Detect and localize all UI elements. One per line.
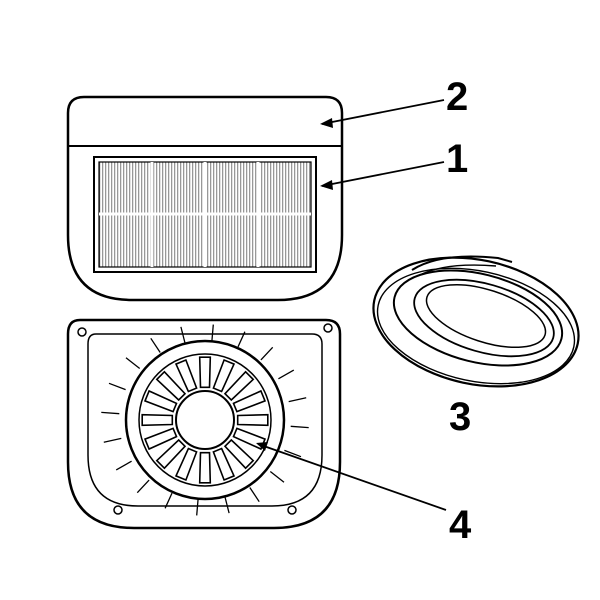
leader-lines <box>257 99 447 511</box>
screw-hole <box>113 505 123 515</box>
seal-loose-end <box>411 255 513 271</box>
vent-slot <box>284 449 302 458</box>
vent-slot <box>125 357 141 370</box>
fan-hub <box>175 390 235 450</box>
leader-arrows <box>256 118 333 451</box>
vent-slot <box>164 492 173 509</box>
fan-blade <box>143 427 178 451</box>
vent-slot <box>249 487 260 503</box>
fan-blade <box>155 370 187 402</box>
arrowhead-2 <box>320 118 333 128</box>
fan-blade <box>198 356 212 389</box>
callout-number-1: 1 <box>446 137 468 181</box>
seal-loop-core <box>425 283 547 349</box>
fan-blade <box>223 438 255 470</box>
screw-hole <box>287 505 297 515</box>
fan-blade <box>236 413 269 427</box>
seal-loose-end-edge <box>417 264 497 277</box>
vent-slot <box>290 425 309 429</box>
leader-line-4 <box>257 443 447 511</box>
vent-slot <box>108 382 126 391</box>
solar-panel-unit <box>66 95 344 302</box>
vent-slots <box>101 324 309 516</box>
vent-slot <box>136 479 150 494</box>
fan-blade <box>212 447 236 482</box>
vent-slot <box>211 324 214 342</box>
callout-number-4: 4 <box>449 503 472 547</box>
vent-slot <box>150 337 161 353</box>
vent-slot <box>101 411 120 415</box>
fan-housing-unit <box>66 318 342 530</box>
fan-blade <box>174 447 198 482</box>
fan-blade <box>232 389 267 413</box>
arrowhead-4 <box>256 442 268 451</box>
fan-blade <box>198 451 212 484</box>
vent-slot <box>196 498 199 516</box>
vent-slot <box>278 369 295 380</box>
fan-blade <box>212 358 236 393</box>
arrowhead-1 <box>320 180 333 190</box>
seal-loop-outer <box>372 256 580 388</box>
screw-hole <box>323 323 333 333</box>
seal-loop-inner <box>413 278 555 358</box>
vent-slot <box>103 437 122 443</box>
vent-slot <box>260 346 274 361</box>
vent-slot <box>115 460 132 471</box>
fan-blade <box>155 438 187 470</box>
vent-slot <box>224 496 230 514</box>
fan-housing-inner <box>87 333 323 507</box>
callout-number-3: 3 <box>449 395 471 439</box>
rubber-seal-strip <box>372 255 580 388</box>
screw-hole <box>77 327 87 337</box>
fan-blade <box>141 413 174 427</box>
leader-line-1 <box>321 161 445 187</box>
seal-loop-edge <box>376 267 576 385</box>
fan-blades <box>141 356 269 484</box>
fan-blade <box>143 389 178 413</box>
vent-slot <box>269 470 285 483</box>
leader-line-2 <box>321 99 445 125</box>
seal-loop-mid <box>392 269 564 367</box>
fan-blade <box>223 370 255 402</box>
vent-slot <box>288 397 307 403</box>
callout-number-2: 2 <box>446 75 468 119</box>
fan-grill-inner-ring <box>138 353 272 487</box>
vent-slot <box>180 326 186 344</box>
fan-blade <box>174 358 198 393</box>
vent-slot <box>237 331 246 348</box>
